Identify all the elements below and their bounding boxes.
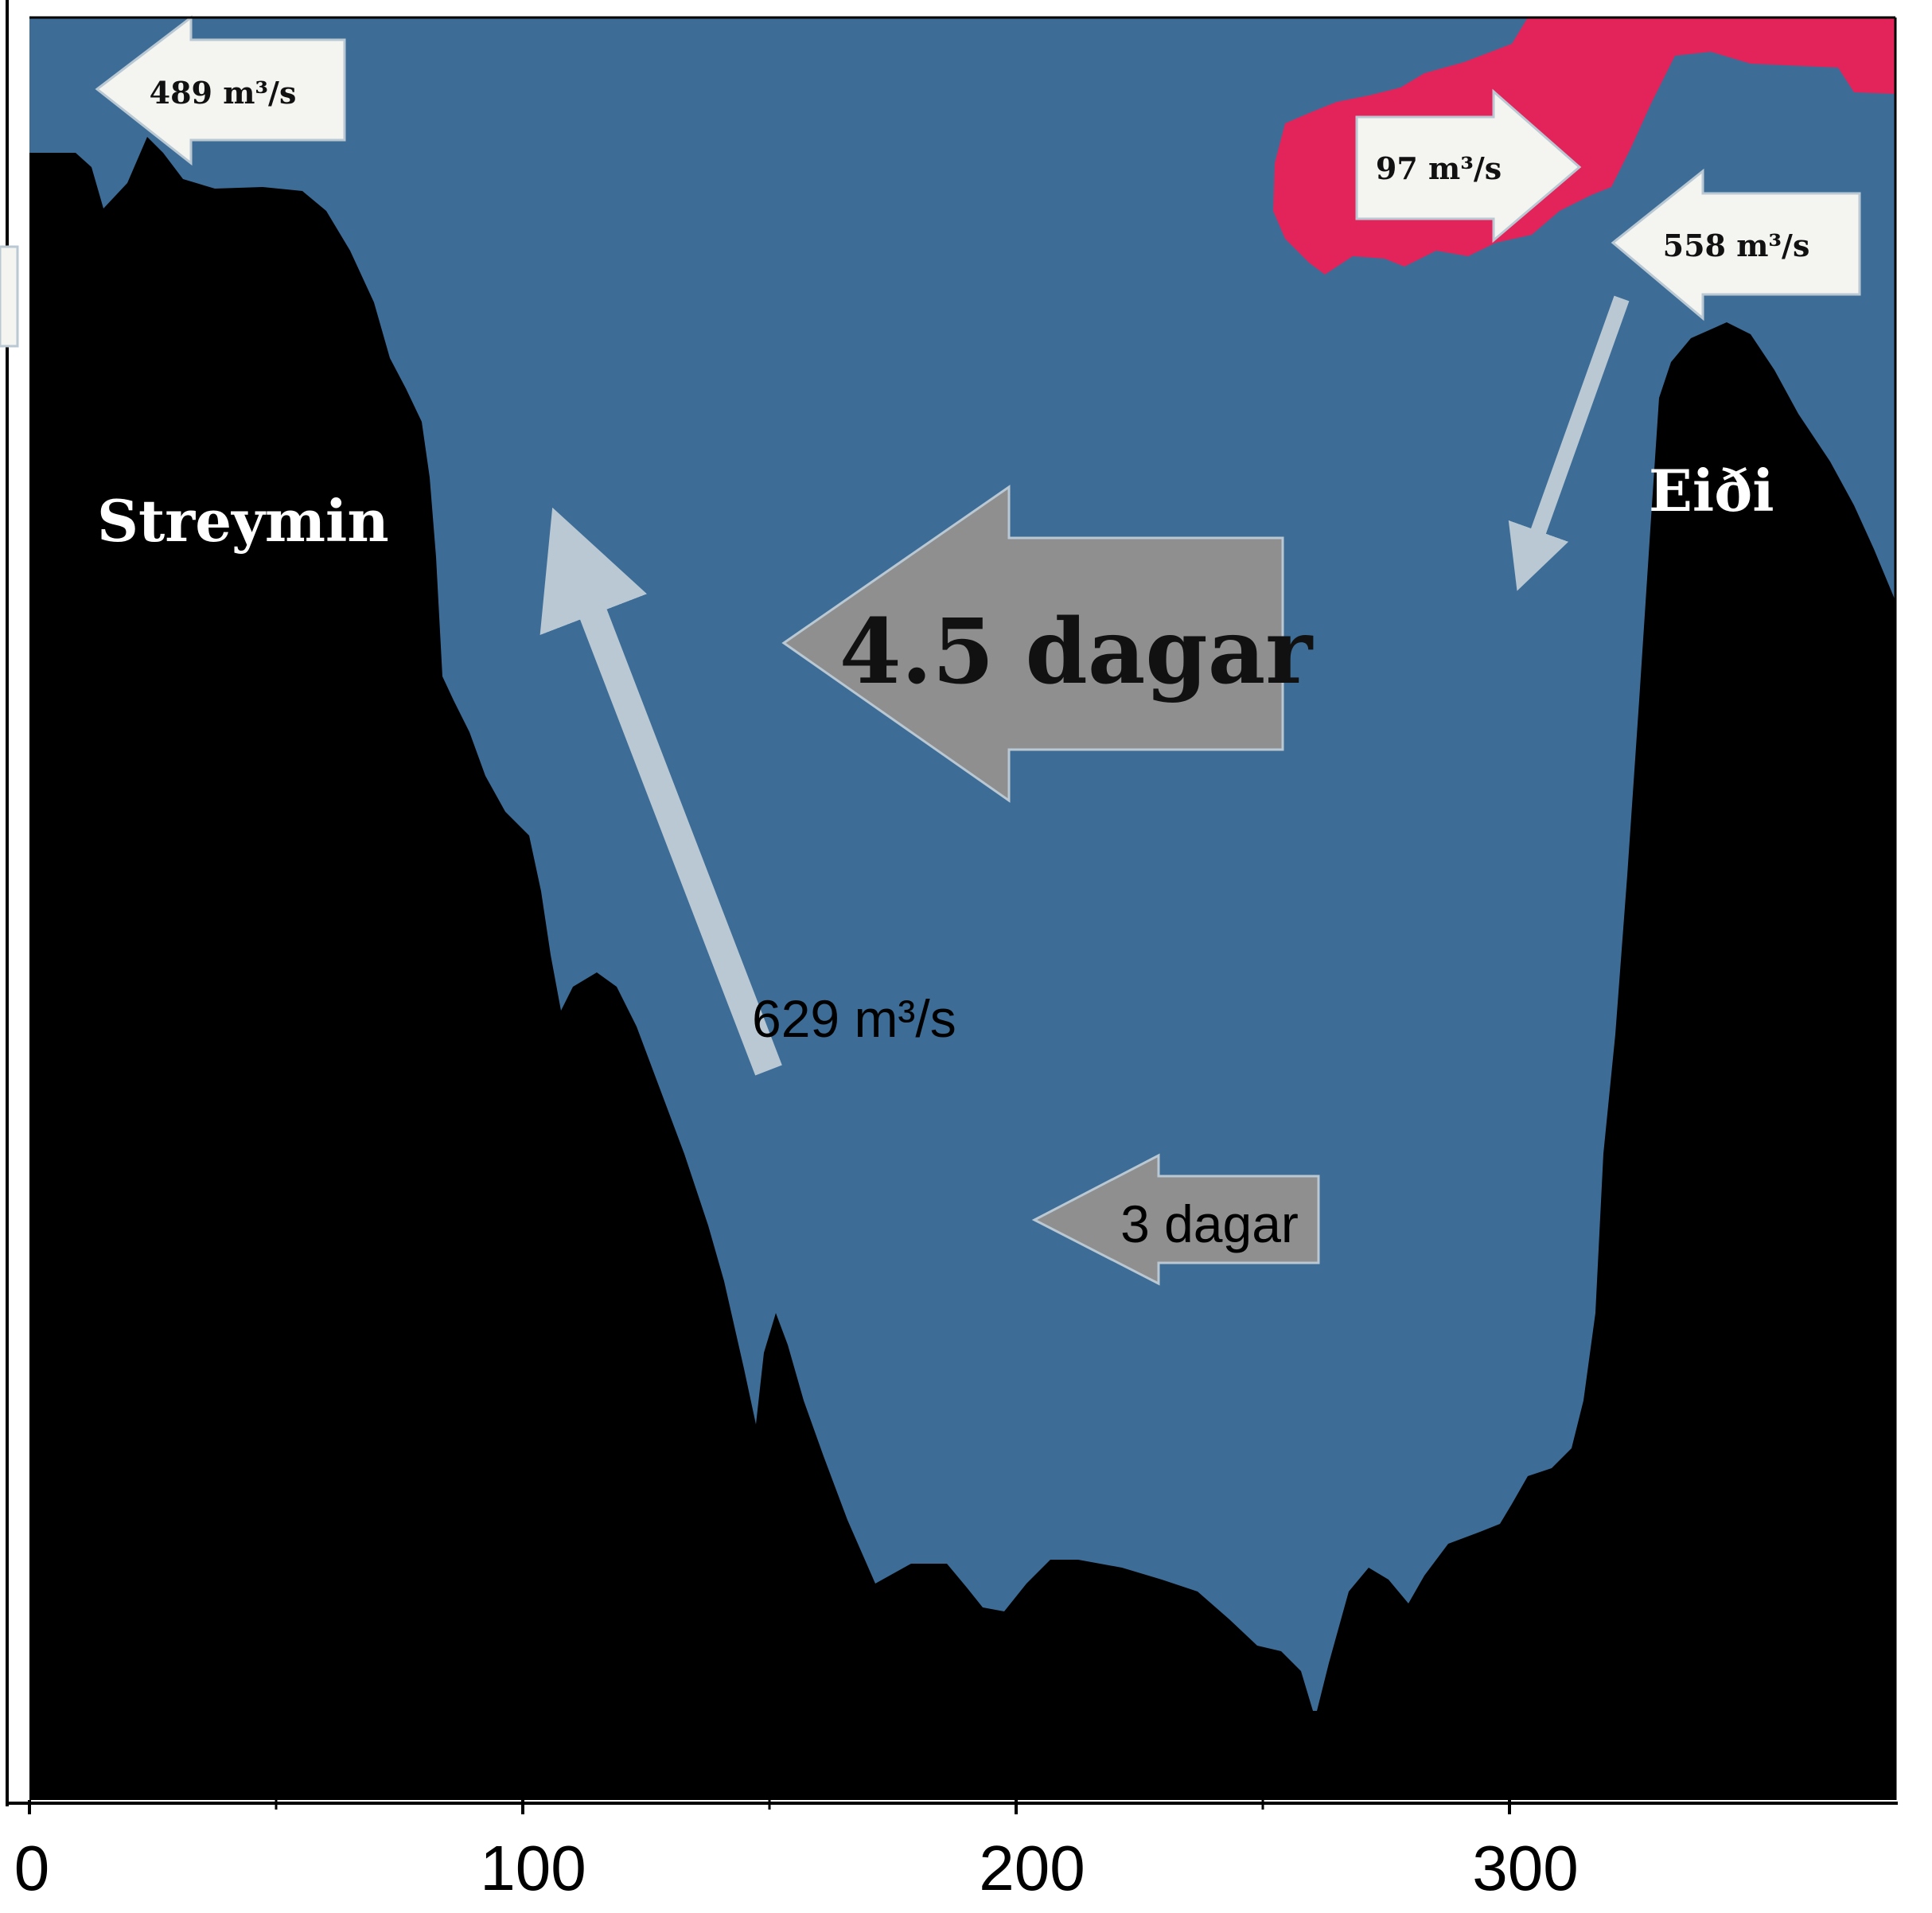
frame-edge-marker [0,245,19,348]
inflow-right-value: 558 m³/s [1663,228,1810,263]
place-label-streymin: Streymin [97,487,389,555]
residence-time-lower: 3 dagar [1120,1194,1299,1253]
x-tick-label-100: 100 [480,1833,586,1903]
x-tick-label-200: 200 [979,1833,1085,1903]
outflow-arrow-left [95,14,346,166]
x-tick-label-300: 300 [1472,1833,1578,1903]
residence-arrow-main [781,485,1284,803]
x-tick-label-0: 0 [14,1833,50,1903]
terrain-profile [29,137,1895,1800]
inflow-arrow-top [1355,88,1582,244]
upwelling-arrow [539,507,782,1076]
upwelling-value: 629 m³/s [752,989,956,1048]
inflow-arrow-right [1611,168,1861,321]
place-label-eidi: Eiði [1649,457,1774,524]
downwelling-arrow [1508,295,1630,591]
outflow-left-value: 489 m³/s [150,75,297,111]
residence-arrow-lower [1031,1153,1320,1286]
residence-time-main: 4.5 dagar [839,600,1315,704]
inflow-top-value: 97 m³/s [1376,150,1502,186]
